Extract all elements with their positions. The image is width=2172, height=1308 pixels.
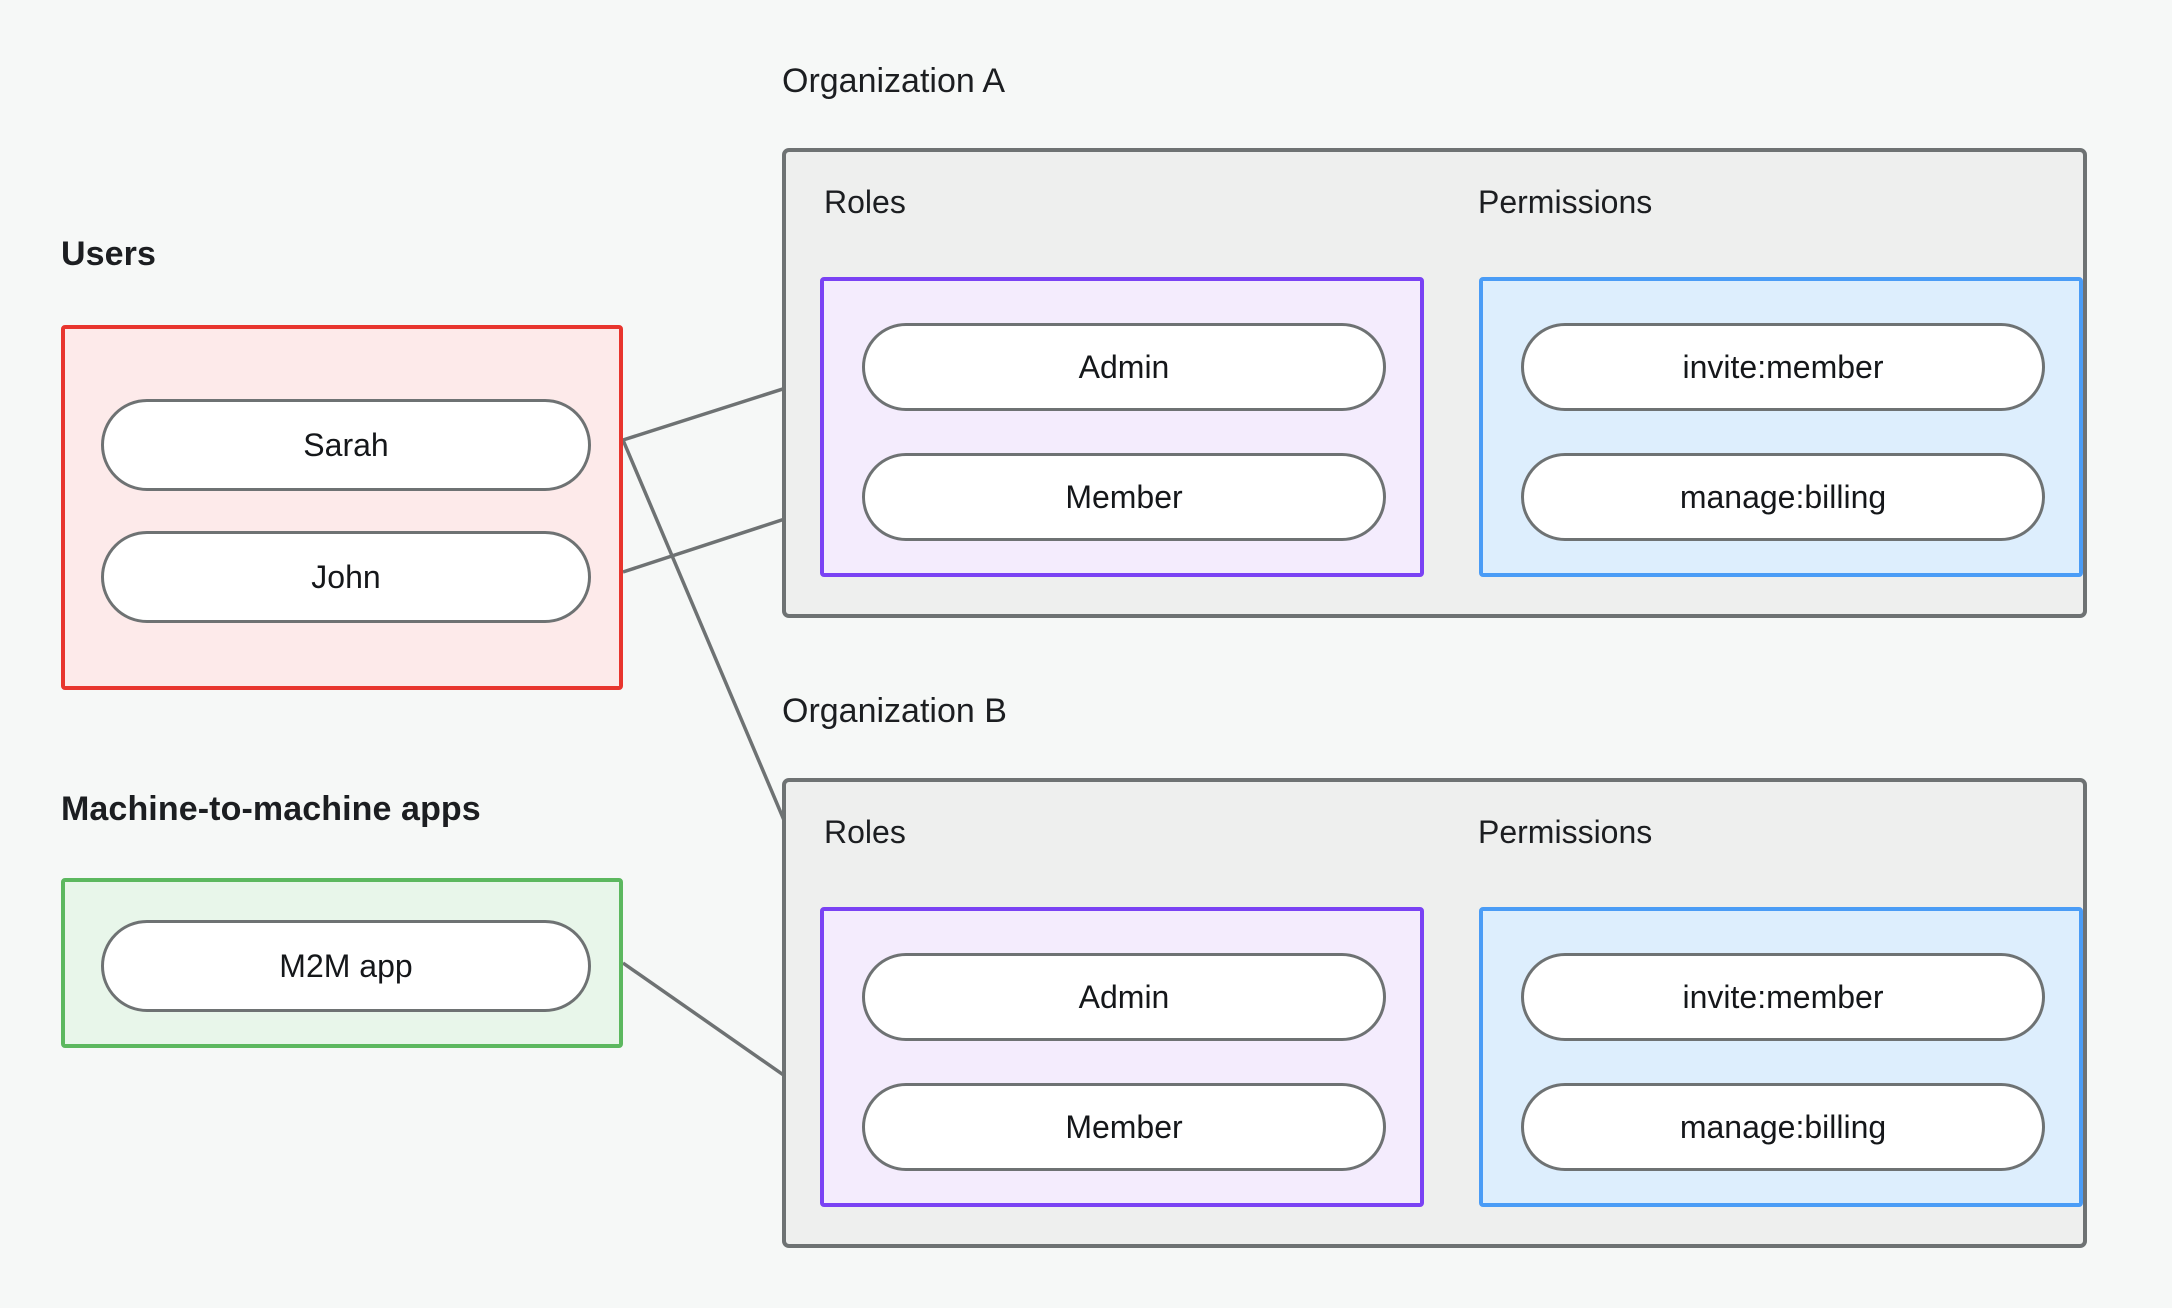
node-label: Member [1065, 1108, 1183, 1145]
node-label: invite:member [1682, 348, 1884, 385]
node-org-a-role-admin[interactable]: Admin [862, 323, 1386, 411]
org-b-container: Roles Permissions Admin Member invite:me… [782, 778, 2087, 1248]
org-a-roles-container: Admin Member [820, 277, 1424, 577]
node-label: Admin [1078, 978, 1170, 1015]
node-label: invite:member [1682, 978, 1884, 1015]
node-m2m-app[interactable]: M2M app [101, 920, 591, 1012]
org-a-permissions-label: Permissions [1478, 184, 1653, 220]
node-org-b-role-admin[interactable]: Admin [862, 953, 1386, 1041]
node-label: manage:billing [1679, 1108, 1887, 1145]
node-user-john[interactable]: John [101, 531, 591, 623]
node-org-b-perm-manage-billing[interactable]: manage:billing [1521, 1083, 2045, 1171]
org-a-roles-label: Roles [824, 184, 906, 220]
node-label: Sarah [303, 426, 389, 463]
node-label: manage:billing [1679, 478, 1887, 515]
users-container: Sarah John [61, 325, 623, 690]
node-label: Admin [1078, 348, 1170, 385]
node-label: M2M app [279, 947, 413, 984]
org-b-permissions-container: invite:member manage:billing [1479, 907, 2083, 1207]
users-group-title: Users [61, 235, 157, 273]
node-org-b-perm-invite-member[interactable]: invite:member [1521, 953, 2045, 1041]
node-label: Member [1065, 478, 1183, 515]
m2m-group-title: Machine-to-machine apps [61, 790, 481, 828]
node-org-a-perm-invite-member[interactable]: invite:member [1521, 323, 2045, 411]
org-b-title: Organization B [782, 692, 1007, 730]
org-b-roles-label: Roles [824, 814, 906, 850]
node-org-a-perm-manage-billing[interactable]: manage:billing [1521, 453, 2045, 541]
org-a-title: Organization A [782, 62, 1006, 100]
node-user-sarah[interactable]: Sarah [101, 399, 591, 491]
node-org-a-role-member[interactable]: Member [862, 453, 1386, 541]
m2m-container: M2M app [61, 878, 623, 1048]
org-a-permissions-container: invite:member manage:billing [1479, 277, 2083, 577]
org-b-roles-container: Admin Member [820, 907, 1424, 1207]
org-b-permissions-label: Permissions [1478, 814, 1653, 850]
node-label: John [311, 558, 381, 595]
org-a-container: Roles Permissions Admin Member invite:me… [782, 148, 2087, 618]
node-org-b-role-member[interactable]: Member [862, 1083, 1386, 1171]
